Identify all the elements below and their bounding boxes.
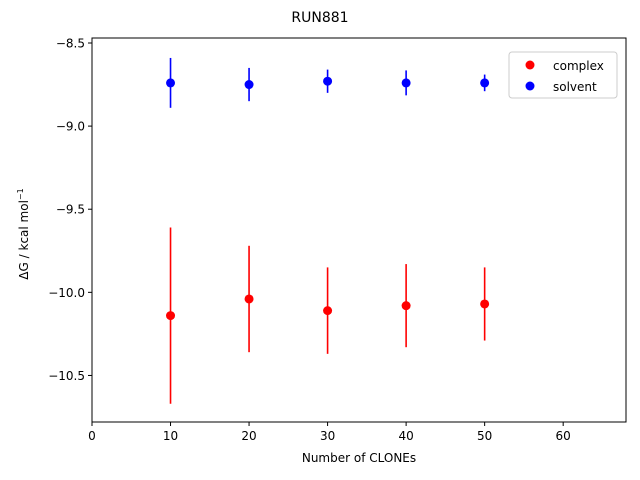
data-point-complex — [480, 299, 490, 309]
x-tick-label: 30 — [320, 429, 335, 443]
data-point-solvent — [480, 78, 490, 88]
x-axis: 0 10 20 30 40 50 60 — [88, 422, 571, 443]
y-tick-label: −10.5 — [48, 369, 85, 383]
x-tick-label: 50 — [477, 429, 492, 443]
legend-marker-solvent — [525, 81, 535, 91]
legend-box — [508, 51, 618, 99]
data-point-solvent — [323, 76, 333, 86]
y-axis-label: ΔG / kcal mol−1 — [16, 188, 31, 279]
axes-frame — [91, 37, 627, 423]
data-point-solvent — [244, 80, 254, 90]
y-axis-label-superscript: −1 — [16, 188, 25, 200]
x-axis-label: Number of CLONEs — [302, 451, 416, 465]
legend-label-complex: complex — [553, 59, 604, 73]
data-point-complex — [323, 306, 333, 316]
x-tick-label: 10 — [163, 429, 178, 443]
legend-marker-complex — [525, 60, 535, 70]
x-tick-label: 0 — [88, 429, 96, 443]
y-tick-label: −10.0 — [48, 286, 85, 300]
data-point-solvent — [401, 78, 411, 88]
legend-label-solvent: solvent — [553, 80, 597, 94]
data-point-complex — [166, 311, 176, 321]
y-tick-label: −9.5 — [56, 203, 85, 217]
y-axis-label-main: ΔG / kcal mol — [17, 200, 31, 280]
data-point-complex — [401, 301, 411, 311]
y-axis: −8.5 −9.0 −9.5 −10.0 −10.5 — [48, 36, 92, 383]
y-tick-label: −8.5 — [56, 36, 85, 50]
x-tick-label: 20 — [241, 429, 256, 443]
chart-title: RUN881 — [291, 10, 348, 26]
x-tick-label: 60 — [556, 429, 571, 443]
x-tick-label: 40 — [398, 429, 413, 443]
data-point-complex — [244, 294, 254, 304]
y-tick-label: −9.0 — [56, 120, 85, 134]
data-point-solvent — [166, 78, 176, 88]
legend: complex solvent — [508, 51, 618, 99]
data-marks — [166, 57, 490, 404]
